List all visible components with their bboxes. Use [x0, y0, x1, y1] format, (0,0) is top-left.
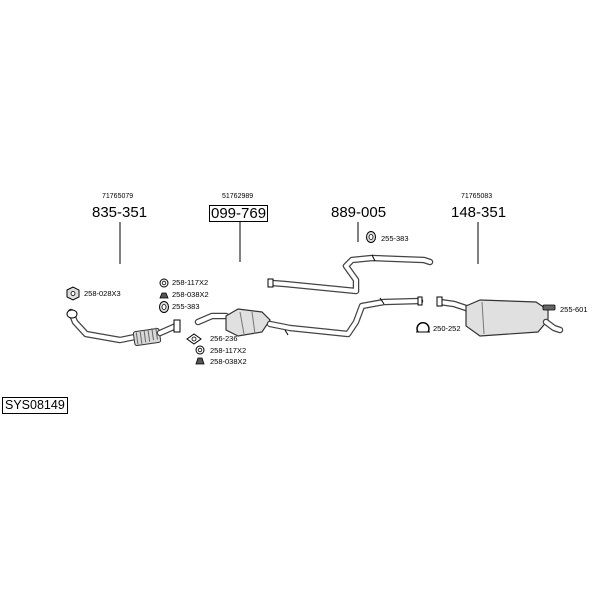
spring-icon	[159, 292, 169, 299]
clamp-icon	[416, 322, 430, 333]
oe-number: 51762989	[222, 193, 254, 200]
small-part-label[interactable]: 255-383	[381, 234, 409, 243]
small-part-label[interactable]: 255-601	[560, 305, 588, 314]
part-number-highlighted[interactable]: 099-769	[209, 205, 269, 222]
hanger-icon	[542, 304, 556, 311]
small-part-label[interactable]: 258-117X2	[172, 278, 209, 287]
rear-muffler	[436, 296, 564, 337]
front-pipe	[66, 308, 181, 346]
small-part-label[interactable]: 250-252	[433, 324, 461, 333]
small-part-label[interactable]: 258-028X3	[84, 289, 121, 298]
washer-icon	[159, 278, 169, 288]
catalytic-converter-pipe	[194, 296, 424, 338]
small-part-label[interactable]: 256-236	[210, 334, 238, 343]
oe-number: 71765083	[461, 193, 493, 200]
rubber-mount-icon	[159, 301, 169, 313]
nut-icon	[66, 286, 80, 301]
small-part-label[interactable]: 258-038X2	[172, 290, 209, 299]
part-number[interactable]: 148-351	[451, 204, 507, 221]
small-part-label[interactable]: 258-117X2	[210, 346, 247, 355]
system-id-label: SYS08149	[2, 397, 68, 414]
part-number[interactable]: 889-005	[331, 204, 387, 221]
washer-icon	[195, 345, 205, 355]
spring-icon	[195, 357, 205, 365]
rubber-mount-icon	[366, 231, 376, 243]
oe-number: 71765079	[102, 193, 134, 200]
intermediate-pipe	[267, 254, 434, 295]
part-number[interactable]: 835-351	[92, 204, 148, 221]
gasket-icon	[186, 333, 202, 345]
small-part-label[interactable]: 255-383	[172, 302, 200, 311]
small-part-label[interactable]: 258-038X2	[210, 357, 247, 366]
